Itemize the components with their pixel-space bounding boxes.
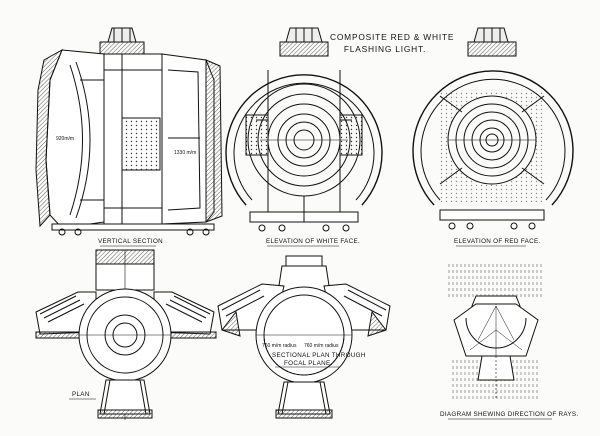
- title-line-1: COMPOSITE RED & WHITE: [330, 32, 455, 42]
- dimension-focal-left: 760 m/m radius: [262, 343, 297, 349]
- label-sectional-plan-2: FOCAL PLANE.: [284, 360, 333, 367]
- label-plan: PLAN: [72, 391, 90, 398]
- white-face-drawing: [225, 27, 383, 232]
- label-white-face: ELEVATION OF WHITE FACE.: [266, 238, 361, 245]
- label-rays-diagram: DIAGRAM SHEWING DIRECTION OF RAYS.: [440, 411, 579, 418]
- plan-drawing: [35, 249, 217, 420]
- label-red-face: ELEVATION OF RED FACE.: [454, 238, 541, 245]
- vertical-section-drawing: [35, 27, 223, 236]
- dimension-left-inner: 920m/m: [56, 136, 75, 142]
- label-sectional-plan-1: SECTIONAL PLAN THROUGH: [272, 352, 366, 359]
- label-vertical-section: VERTICAL SECTION: [98, 238, 163, 245]
- dimension-focal-right: 760 m/m radius: [304, 343, 339, 349]
- title-line-2: FLASHING LIGHT.: [343, 44, 427, 54]
- dimension-right-inner: 1330 m/m: [174, 150, 197, 156]
- sectional-plan-drawing: [217, 255, 391, 419]
- red-face-drawing: [412, 27, 574, 230]
- rays-diagram: [448, 262, 544, 400]
- drawing-title: COMPOSITE RED & WHITE FLASHING LIGHT.: [330, 31, 455, 55]
